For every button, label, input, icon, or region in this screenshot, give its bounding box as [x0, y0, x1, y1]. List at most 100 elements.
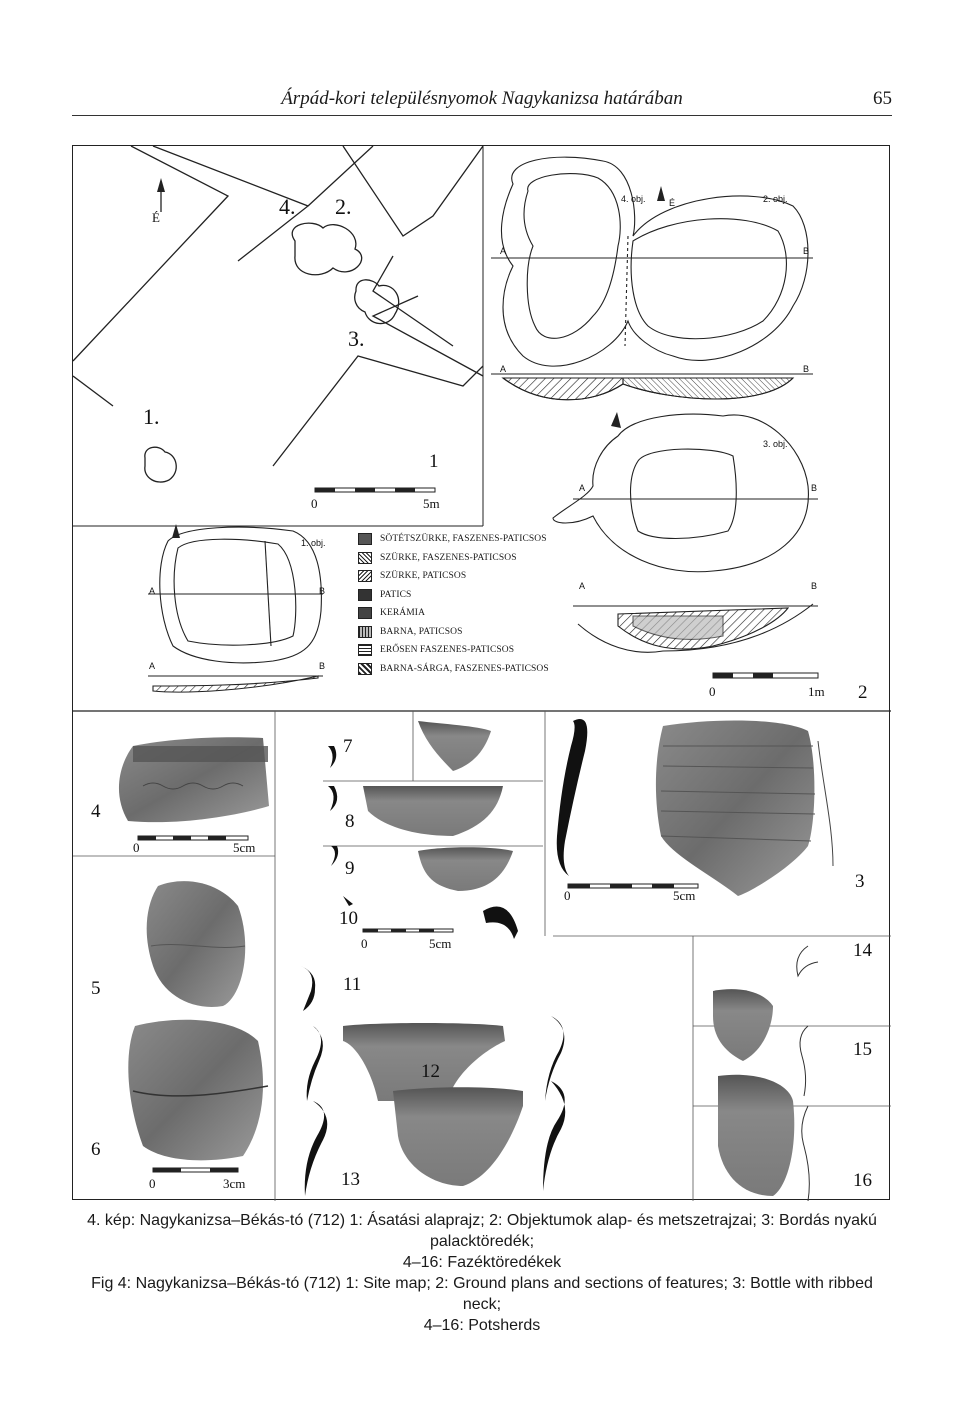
legend-swatch: [358, 570, 372, 583]
sherd-profiles: [301, 719, 588, 1196]
feature-label: 4.: [279, 194, 296, 219]
obj-label: 1. obj.: [301, 538, 326, 548]
obj-label: 3. obj.: [763, 439, 788, 449]
north-label: É: [669, 198, 676, 208]
section-b: B: [803, 246, 810, 256]
caption-line: 4–16: Potsherds: [423, 1317, 541, 1334]
section-a: A: [579, 483, 586, 493]
scale-bar: [314, 487, 436, 493]
scale-bar: [712, 672, 819, 679]
feature-label: 1.: [143, 404, 160, 429]
find-number: 12: [421, 1061, 440, 1082]
legend-swatch: [358, 644, 372, 657]
legend-swatch: [358, 662, 372, 675]
caption-line: 4. kép: Nagykanizsa–Békás-tó (712) 1: Ás…: [87, 1212, 877, 1250]
scale-end: 5cm: [673, 888, 696, 903]
legend-item: SÖTÉTSZÜRKE, FASZENES-PATICSOS: [358, 530, 549, 549]
header-rule: [72, 115, 892, 116]
legend-swatch: [358, 588, 372, 601]
legend-swatch: [358, 607, 372, 620]
scale-end: 5cm: [233, 840, 256, 855]
find-number: 3: [855, 871, 865, 892]
section-b: B: [319, 661, 326, 671]
scale-bar: [567, 883, 699, 889]
scale-start: 0: [361, 936, 368, 951]
legend-item: PATICS: [358, 586, 549, 605]
find-number: 10: [339, 908, 358, 929]
sherd-5-line-decoration: [150, 944, 246, 948]
legend: SÖTÉTSZÜRKE, FASZENES-PATICSOS SZÜRKE, F…: [358, 530, 549, 678]
sherd-12: [343, 1023, 505, 1101]
sherd-4-rim: [133, 746, 268, 762]
panel-number: 2: [858, 682, 868, 703]
section-a: A: [149, 586, 156, 596]
sherd-8: [363, 786, 503, 836]
running-title: Árpád-kori településnyomok Nagykanizsa h…: [281, 88, 683, 109]
page-number: 65: [873, 88, 892, 109]
scale-end: 5cm: [429, 936, 452, 951]
north-arrow-icon: [611, 412, 621, 428]
section-a: A: [579, 581, 586, 591]
panel-number: 1: [429, 451, 439, 472]
find-number: 13: [341, 1169, 360, 1190]
scale-start: 0: [564, 888, 571, 903]
find-number: 16: [853, 1170, 872, 1191]
legend-swatch: [358, 551, 372, 564]
legend-item: KERÁMIA: [358, 604, 549, 623]
caption-line: 4–16: Fazéktöredékek: [402, 1254, 562, 1271]
find-number: 5: [91, 978, 101, 999]
section-b: B: [803, 364, 810, 374]
obj-label: 2. obj.: [763, 194, 788, 204]
find-number: 15: [853, 1039, 872, 1060]
scale-start: 0: [149, 1176, 156, 1191]
scale-bar: [137, 835, 249, 841]
sherd-9: [418, 847, 513, 891]
scale-bar: [362, 928, 454, 933]
scale-start: 0: [311, 496, 318, 511]
find-number: 9: [345, 858, 355, 879]
legend-swatch: [358, 533, 372, 546]
scale-end: 1m: [808, 684, 825, 699]
sherd-7: [418, 721, 491, 771]
section-a: A: [149, 661, 156, 671]
site-map: [73, 146, 484, 483]
north-arrow-icon: [657, 186, 665, 201]
section-b: B: [319, 586, 326, 596]
sherd-16: [718, 1074, 795, 1196]
find-number: 14: [853, 940, 872, 961]
obj-label: 4. obj.: [621, 194, 646, 204]
section-a: A: [500, 246, 507, 256]
figure-plate: É 4. 2. 3. 1. 1 0 5m 4. obj. É 2. obj. 3…: [72, 145, 891, 1201]
scale-start: 0: [133, 840, 140, 855]
scale-end: 3cm: [223, 1176, 246, 1191]
legend-item: BARNA, PATICSOS: [358, 623, 549, 642]
sherd-3-ribs: [660, 745, 816, 842]
caption-line: Fig 4: Nagykanizsa–Békás-tó (712) 1: Sit…: [91, 1275, 873, 1313]
sherd-6: [128, 1019, 263, 1161]
sherd-3-bottle: [655, 720, 815, 896]
legend-swatch: [358, 625, 372, 638]
section-a: A: [500, 364, 507, 374]
north-arrow-icon: [157, 178, 165, 192]
feature-plans: [148, 156, 818, 693]
running-header: Árpád-kori településnyomok Nagykanizsa h…: [72, 88, 892, 114]
feature-label: 3.: [348, 326, 365, 351]
scale-start: 0: [709, 684, 716, 699]
find-number: 11: [343, 974, 362, 995]
find-number: 6: [91, 1139, 101, 1160]
legend-item: SZÜRKE, PATICSOS: [358, 567, 549, 586]
north-label: É: [152, 210, 160, 225]
section-b: B: [811, 581, 818, 591]
section-b: B: [811, 483, 818, 493]
legend-item: ERŐSEN FASZENES-PATICSOS: [358, 641, 549, 660]
legend-item: SZÜRKE, FASZENES-PATICSOS: [358, 549, 549, 568]
sherd-13: [393, 1087, 523, 1186]
plate-drawing: [73, 146, 891, 1201]
legend-item: BARNA-SÁRGA, FASZENES-PATICSOS: [358, 660, 549, 679]
feature-label: 2.: [335, 194, 352, 219]
figure-caption: 4. kép: Nagykanizsa–Békás-tó (712) 1: Ás…: [72, 1210, 892, 1336]
find-number: 7: [343, 736, 353, 757]
scale-bar: [152, 1167, 239, 1173]
find-number: 8: [345, 811, 355, 832]
sherd-5: [146, 881, 246, 1007]
